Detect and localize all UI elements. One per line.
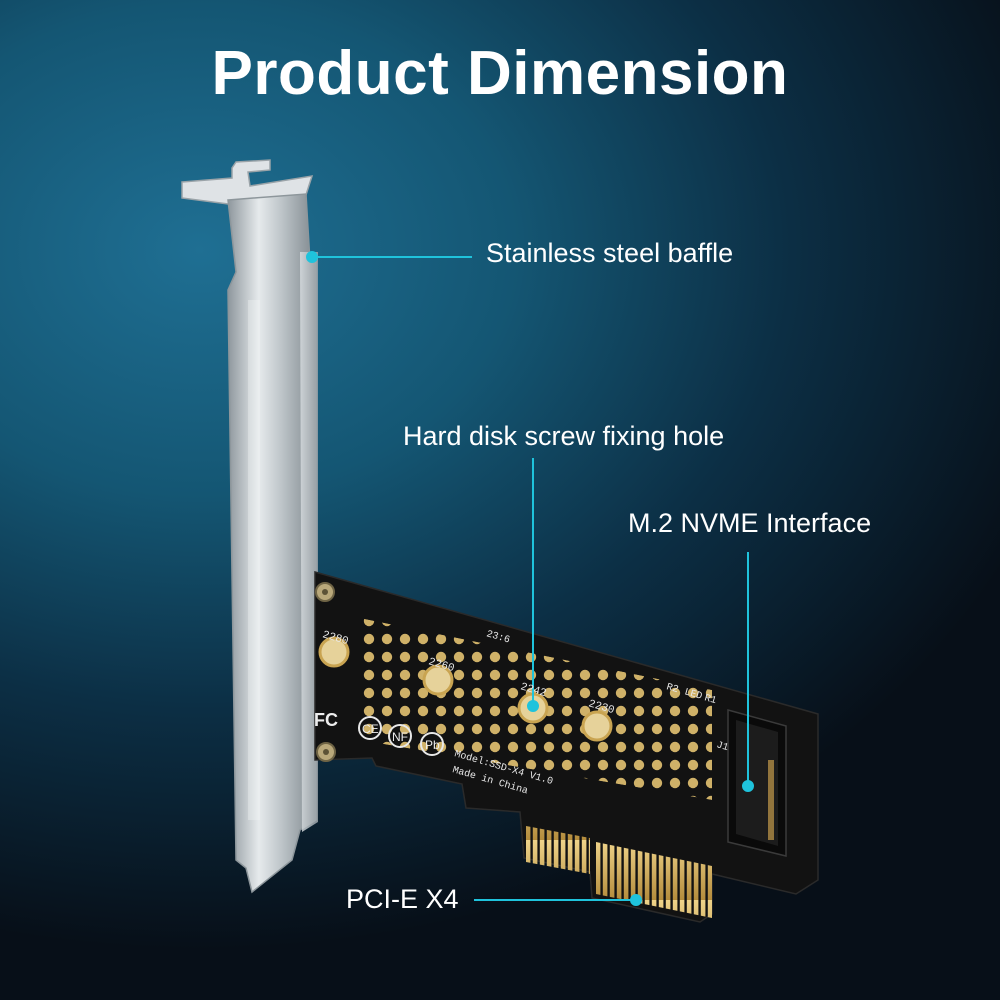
steel-bracket [181,159,318,894]
pcie-leader-dot [630,894,642,906]
callout-baffle: Stainless steel baffle [486,238,734,268]
svg-text:FC: FC [314,710,338,730]
svg-text:NF: NF [392,730,408,744]
label-r1: R1 [703,693,718,707]
pcb-board: FC CE NF Pb [314,571,819,923]
callout-screw-hole: Hard disk screw fixing hole [403,421,725,451]
label-r2: R2 [665,682,680,696]
callout-m2-interface: M.2 NVME Interface [628,508,872,538]
label-led: LED [683,687,703,703]
svg-text:Pb: Pb [425,738,440,752]
m2-leader-dot [742,780,754,792]
baffle-leader-dot [306,251,318,263]
label-j1: J1 [715,740,730,754]
screw-hole-leader-dot [527,700,539,712]
m2-socket [727,709,787,857]
callout-pcie: PCI-E X4 [346,884,459,914]
svg-text:CE: CE [362,722,379,736]
page-title: Product Dimension [211,39,789,108]
